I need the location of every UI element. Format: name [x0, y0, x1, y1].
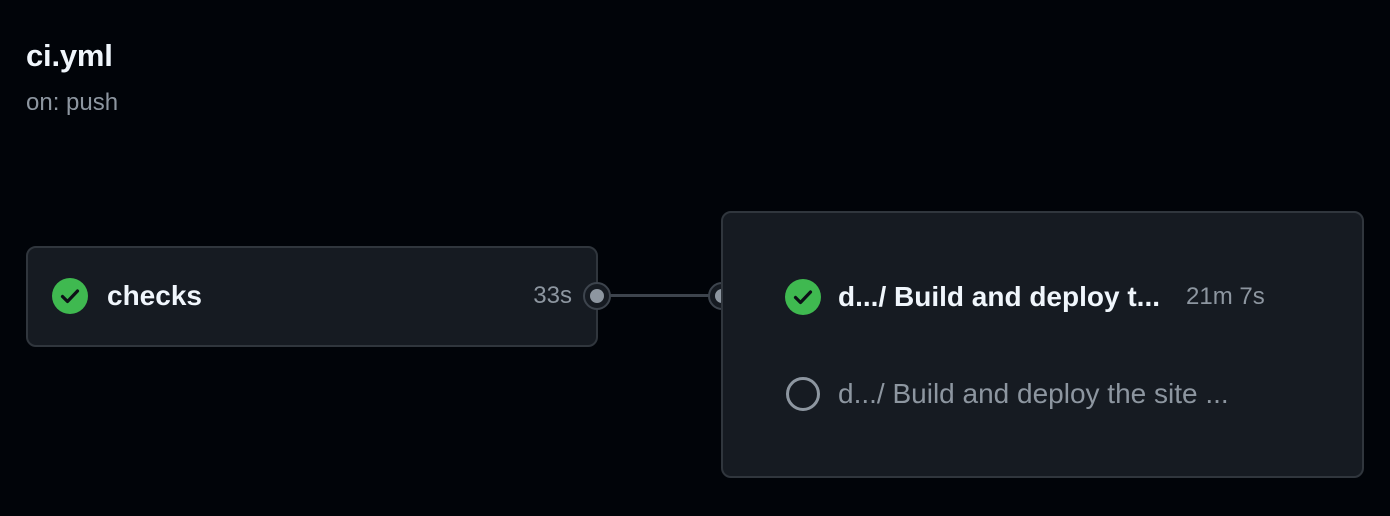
empty-circle-icon [785, 376, 821, 412]
workflow-trigger: on: push [26, 89, 119, 116]
job-card-deploy-group: d.../ Build and deploy t... 21m 7s d.../… [721, 211, 1364, 478]
job-name: checks [107, 280, 202, 311]
job-card-checks: checks 33s [26, 246, 598, 347]
job-duration: 21m 7s [1186, 283, 1265, 310]
job-row-deploy-2[interactable]: d.../ Build and deploy the site ... [785, 376, 1345, 412]
job-duration: 33s [533, 282, 572, 309]
job-row-deploy-1[interactable]: d.../ Build and deploy t... 21m 7s [785, 279, 1325, 315]
job-name: d.../ Build and deploy t... [838, 281, 1160, 312]
check-circle-icon [52, 278, 88, 314]
job-name: d.../ Build and deploy the site ... [838, 378, 1229, 409]
check-circle-icon [785, 279, 821, 315]
job-output-port [583, 282, 611, 310]
job-row-checks[interactable]: checks 33s [52, 278, 572, 314]
job-connector-line [598, 294, 722, 297]
workflow-title: ci.yml [26, 38, 113, 73]
